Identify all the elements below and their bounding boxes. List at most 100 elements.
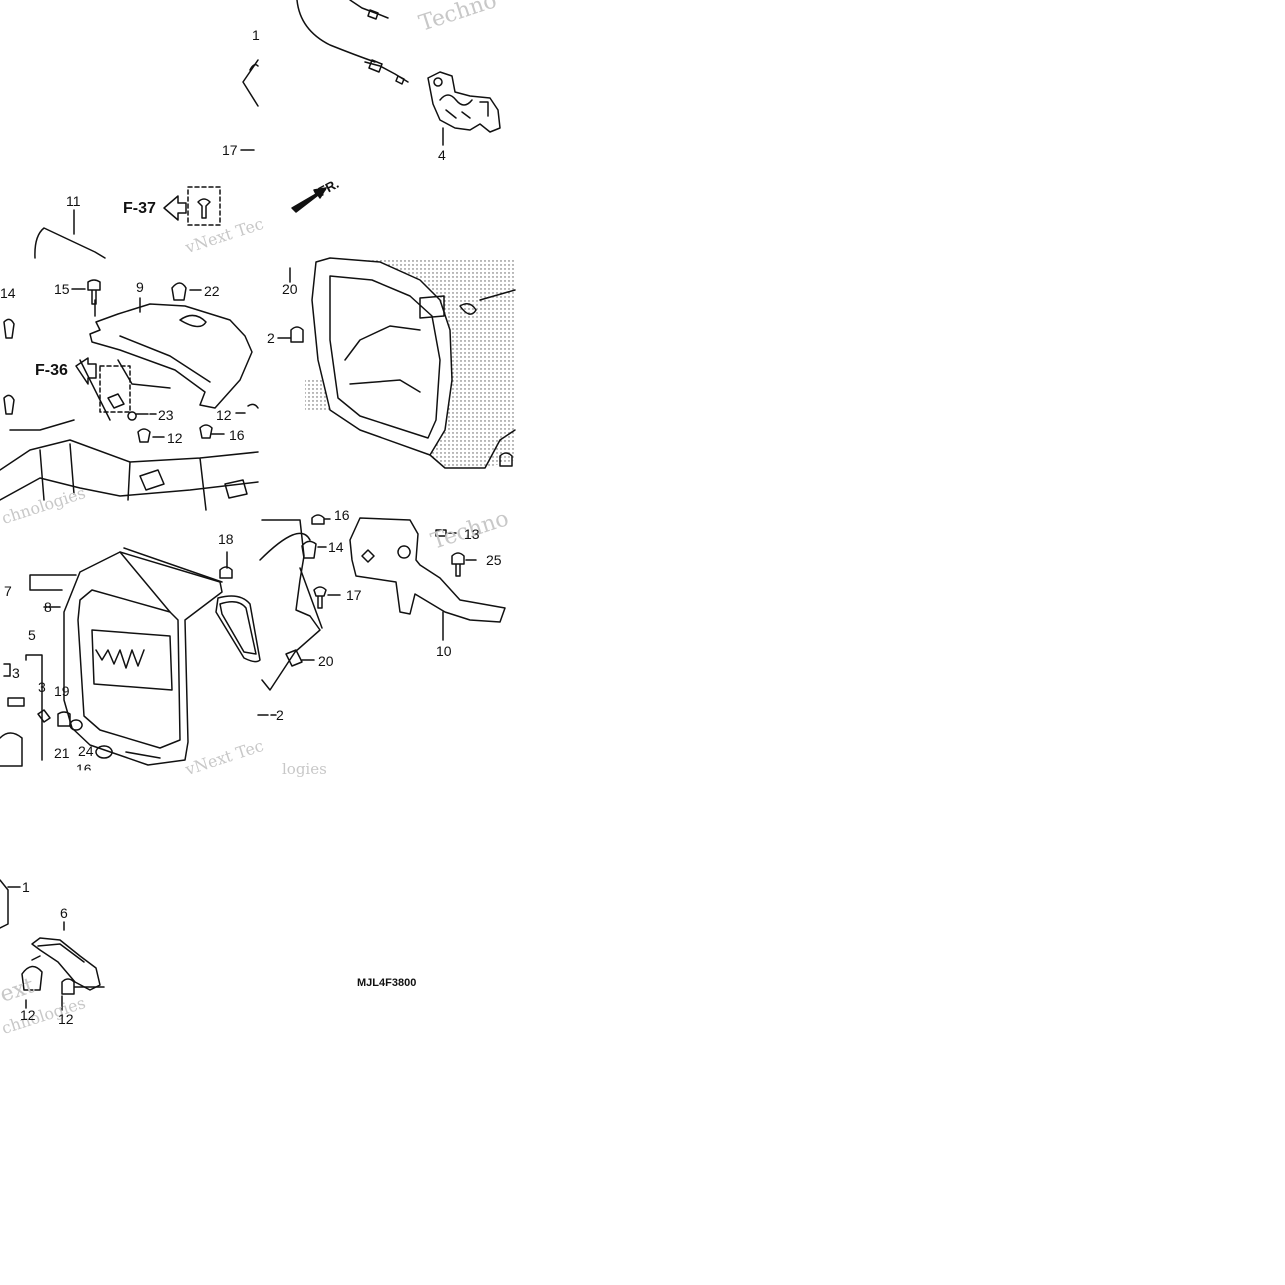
leader-lines [242, 59, 259, 107]
inner-frame [0, 419, 259, 511]
callout-15: 15 [54, 281, 70, 297]
bolt-13 [435, 529, 457, 537]
frame-brackets [139, 469, 248, 499]
callout-25: 25 [486, 552, 502, 568]
callout-14: 14 [0, 285, 16, 301]
ref-label-f36: F-36 [35, 362, 68, 379]
callout-16: 16 [229, 427, 245, 443]
callout-21: 21 [54, 745, 70, 761]
clip-22 [171, 282, 202, 301]
ref-box-f36 [99, 365, 131, 413]
callout-1: 1 [22, 879, 30, 895]
part-3-rect [7, 697, 25, 707]
callout-1: 1 [252, 27, 260, 43]
callout-16: 16 [76, 761, 92, 777]
seal-ring-inner [219, 601, 257, 655]
screw-18 [219, 551, 233, 579]
grommet-2 [277, 326, 304, 343]
leader-5 [25, 654, 43, 761]
leaders-misc [79, 299, 111, 421]
side-panel [261, 519, 321, 691]
leader-1b [0, 879, 21, 929]
bolt-12 [137, 428, 165, 443]
cable-11 [34, 227, 106, 259]
leaders-12 [25, 995, 63, 1011]
washer-24 [95, 745, 161, 759]
bolt-box [499, 452, 513, 467]
callout-12: 12 [216, 407, 232, 423]
screw-23 [127, 411, 157, 421]
callout-16: 16 [334, 507, 350, 523]
bracket-10-holes [361, 545, 411, 563]
leaders-7-8 [29, 574, 77, 608]
cable-curve [296, 0, 376, 63]
callout-23: 23 [158, 407, 174, 423]
callout-22: 22 [204, 283, 220, 299]
callout-12: 12 [167, 430, 183, 446]
bracket-10 [349, 517, 506, 623]
bolt-17 [313, 586, 341, 609]
callout-9: 9 [136, 279, 144, 295]
bolt-16 [199, 424, 225, 439]
part-left-bolt [3, 663, 11, 677]
callout-4: 4 [438, 147, 446, 163]
callout-13: 13 [464, 526, 480, 542]
bolt-left [3, 394, 15, 415]
leader-misc-14 [299, 567, 323, 629]
leaders-lid [119, 547, 223, 613]
callout-18: 18 [218, 531, 234, 547]
ref-arrow-f37 [163, 195, 187, 221]
lock-details [439, 94, 489, 119]
bolt-12b [235, 403, 259, 414]
lid-inner-8 [77, 589, 181, 749]
bolt-16b [311, 514, 331, 525]
callout-2: 2 [276, 707, 284, 723]
callout-12: 12 [20, 1007, 36, 1023]
callout-17: 17 [222, 142, 238, 158]
box-inner-lines [344, 325, 421, 393]
nut-f36 [107, 393, 125, 409]
lock-bolt [433, 77, 443, 87]
panel-curve [259, 532, 311, 561]
callout-24: 24 [78, 743, 94, 759]
callout-11: 11 [66, 193, 81, 209]
bolt-15 [87, 279, 101, 305]
callout-14: 14 [328, 539, 344, 555]
clip-20 [285, 649, 315, 667]
callout-2: 2 [267, 330, 275, 346]
bolt-25 [451, 552, 477, 577]
part-left-edge [0, 732, 23, 767]
callout-20: 20 [318, 653, 334, 669]
box-right-edge [429, 289, 516, 469]
rail-6 [31, 937, 101, 991]
clip-14 [3, 318, 15, 339]
callout-20: 20 [282, 281, 298, 297]
washer-21 [69, 719, 83, 731]
callout-12: 12 [58, 1011, 74, 1027]
callout-8: 8 [44, 599, 52, 615]
callout-5: 5 [28, 627, 36, 643]
lid-panel [91, 629, 173, 691]
seal-ring [215, 595, 261, 663]
ref-arrow-f36 [75, 357, 97, 385]
callout-17: 17 [346, 587, 362, 603]
bolt-12c [21, 955, 43, 991]
clip-part [249, 63, 259, 71]
cover-9 [89, 303, 253, 409]
front-arrow-icon [291, 187, 327, 213]
callout-7: 7 [4, 583, 12, 599]
callout-19: 19 [54, 683, 70, 699]
clip-14b [301, 540, 327, 559]
callout-3: 3 [12, 665, 20, 681]
bolt-12d [61, 978, 105, 995]
screw-f37 [197, 198, 211, 219]
cover-9-details [117, 314, 211, 389]
callout-3: 3 [38, 679, 46, 695]
part-code: MJL4F3800 [357, 977, 417, 989]
cable-fittings [368, 59, 405, 85]
callout-6: 6 [60, 905, 68, 921]
part-3-clip [37, 709, 51, 723]
ref-label-f37: F-37 [123, 200, 156, 217]
